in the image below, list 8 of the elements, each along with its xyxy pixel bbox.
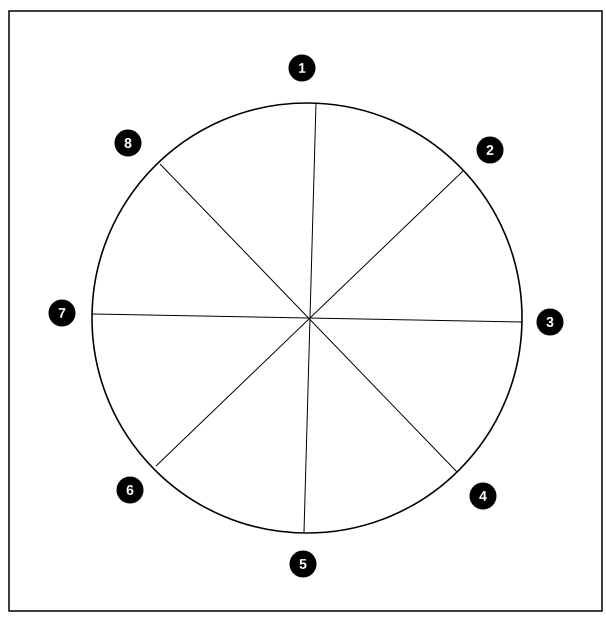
callout-number: 5 <box>290 550 316 578</box>
callout-number: 8 <box>114 130 142 156</box>
callout-number: 3 <box>536 308 564 336</box>
callout-number: 7 <box>48 300 76 326</box>
callout-number: 2 <box>476 136 504 164</box>
callout-number: 1 <box>288 54 316 82</box>
callout-number: 6 <box>116 476 144 504</box>
callout-number: 4 <box>470 482 496 510</box>
